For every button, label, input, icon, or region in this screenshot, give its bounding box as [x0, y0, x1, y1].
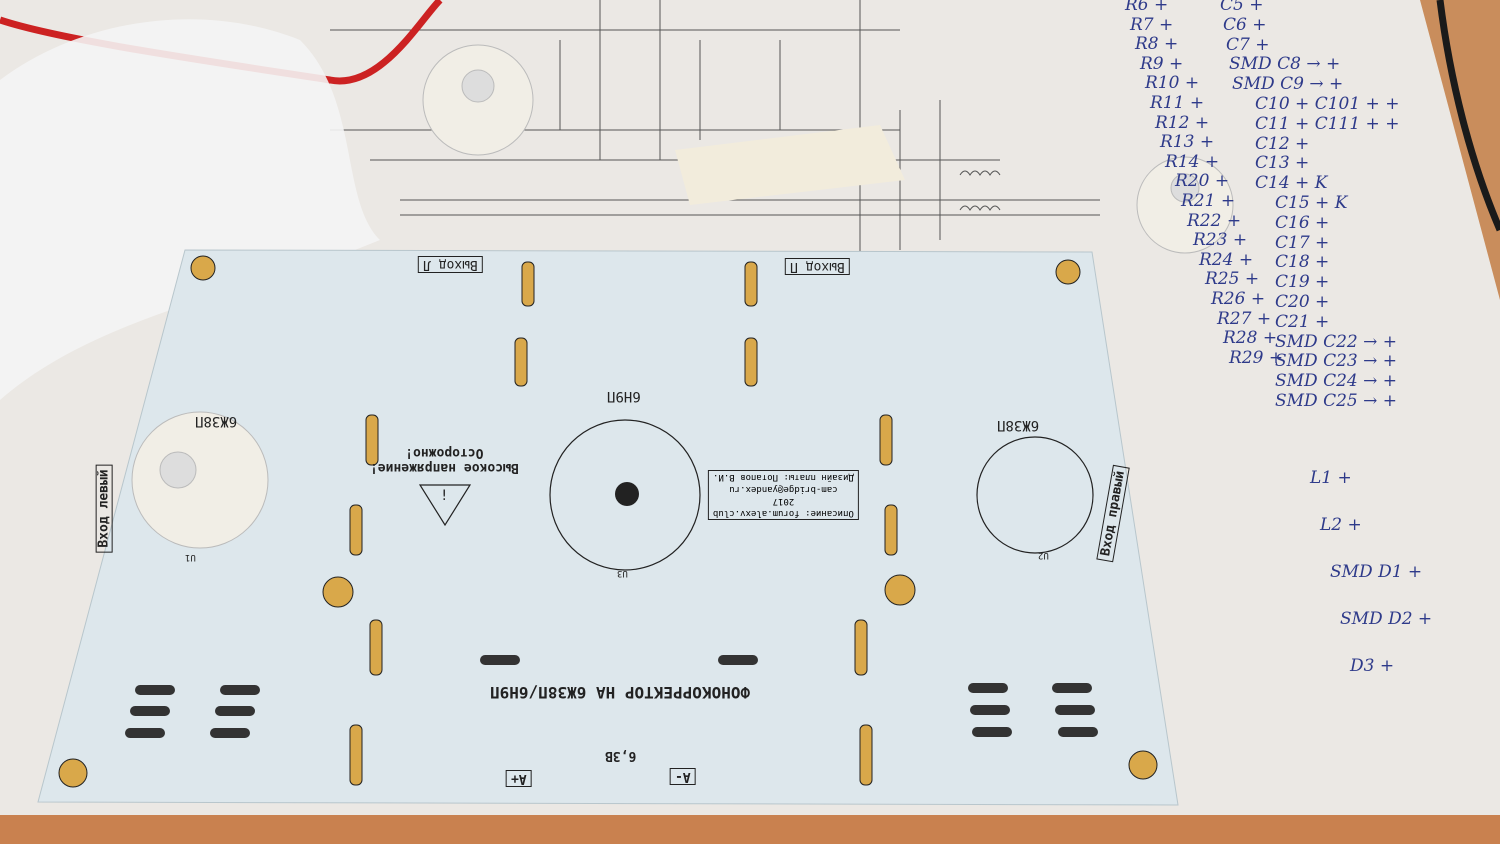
note-line: L2 +: [1320, 515, 1362, 535]
u2-label: U2: [1038, 550, 1049, 560]
note-line: C20 +: [1275, 291, 1330, 312]
credits-url: Описание: forum.alexv.club: [713, 508, 854, 518]
warning-line-1: Осторожно!: [405, 445, 484, 460]
note-line: R21 +: [1181, 190, 1236, 211]
note-line: R11 +: [1150, 92, 1205, 113]
note-line: R20 +: [1175, 171, 1230, 192]
notes-other: L1 + L2 + SMD D1 + SMD D2 + D3 +: [1310, 455, 1432, 690]
note-line: SMD C9 → +: [1232, 74, 1344, 95]
u3-label: U3: [617, 568, 628, 578]
note-line: R7 +: [1130, 14, 1174, 35]
pcb-pads: [58, 255, 1158, 788]
note-line: C14 + K: [1255, 173, 1328, 194]
note-line: R9 +: [1140, 53, 1184, 74]
pcb-board: [37, 249, 1179, 806]
u2-socket-outline: [976, 436, 1094, 554]
note-line: C19 +: [1275, 272, 1330, 293]
note-line: C11 + C111 + +: [1255, 113, 1400, 134]
tube-sockets: [131, 44, 1234, 549]
note-line: R10 +: [1145, 73, 1200, 94]
note-line: C12 +: [1255, 133, 1310, 154]
note-line: C15 + K: [1275, 192, 1348, 213]
note-line: C6 +: [1223, 14, 1267, 35]
note-line: C18 +: [1275, 252, 1330, 273]
warning-text: Высокое напряжение! Осторожно!: [370, 445, 519, 475]
wooden-table: [0, 815, 1500, 844]
note-line: R27 +: [1217, 308, 1272, 329]
note-line: C10 + C101 + +: [1255, 93, 1400, 114]
note-line: R26 +: [1211, 288, 1266, 309]
note-line: R6 +: [1125, 0, 1169, 15]
note-line: R28 +: [1223, 328, 1278, 349]
note-line: R13 +: [1160, 132, 1215, 153]
note-line: R29 +: [1229, 347, 1284, 368]
notes-capacitors: C5 +C6 +C7 +SMD C8 → +SMD C9 → +C10 + C1…: [1220, 0, 1399, 412]
note-line: R12 +: [1155, 112, 1210, 133]
black-cable: [1436, 0, 1500, 232]
note-line: L1 +: [1310, 468, 1352, 488]
note-line: R25 +: [1205, 269, 1260, 290]
note-line: SMD C24 → +: [1275, 371, 1398, 392]
note-line: C5 +: [1220, 0, 1264, 15]
credits-email: cam-bridge@yandex.ru: [729, 484, 838, 494]
tube-right-label: 6Ж38П: [997, 417, 1040, 433]
input-left-label: Вход левый: [95, 464, 113, 553]
note-line: R24 +: [1199, 249, 1254, 270]
note-line: SMD C8 → +: [1229, 54, 1341, 75]
note-line: SMD D1 +: [1330, 562, 1423, 582]
note-line: C7 +: [1226, 34, 1270, 55]
output-left-label: Выход Л: [418, 256, 483, 273]
note-line: SMD C23 → +: [1275, 351, 1398, 372]
a-minus-label: A-: [670, 768, 696, 785]
warning-symbol: !: [440, 488, 449, 504]
note-line: R8 +: [1135, 34, 1179, 55]
note-line: C21 +: [1275, 311, 1330, 332]
tube-center-label: 6Н9П: [607, 388, 641, 404]
note-line: R22 +: [1187, 210, 1242, 231]
notes-resistors: R6 +R7 +R8 +R9 +R10 +R11 +R12 +R13 +R14 …: [1125, 0, 1283, 368]
note-line: C13 +: [1255, 153, 1310, 174]
note-line: SMD D2 +: [1340, 609, 1433, 629]
credits-box: Описание: forum.alexv.club 2017 cam-brid…: [708, 470, 859, 520]
plastic-bag: [0, 19, 380, 400]
warning-line-2: Высокое напряжение!: [370, 460, 519, 475]
note-line: C17 +: [1275, 232, 1330, 253]
a-plus-label: A+: [506, 770, 532, 787]
credits-designer: Дизайн платы: Потапов В.И.: [713, 472, 854, 482]
tube-left-label: 6Ж38П: [195, 413, 238, 429]
note-line: R14 +: [1165, 151, 1220, 172]
note-line: SMD C22 → +: [1275, 331, 1398, 352]
note-line: R23 +: [1193, 230, 1248, 251]
tube-socket-u1: [131, 411, 269, 549]
u3-socket-outline: [549, 419, 701, 571]
board-title: ФОНОКОРРЕКТОР НА 6Ж38П/6Н9П: [490, 683, 751, 702]
heater-label: 6,3В: [605, 748, 637, 763]
note-line: C16 +: [1275, 212, 1330, 233]
foam-pad: [675, 125, 905, 205]
note-line: D3 +: [1350, 656, 1395, 676]
u1-label: U1: [185, 552, 196, 562]
output-right-label: Выход П: [785, 258, 850, 275]
credits-year: 2017: [772, 496, 795, 506]
note-line: SMD C25 → +: [1275, 390, 1398, 411]
tube-socket-loose: [1136, 156, 1234, 254]
